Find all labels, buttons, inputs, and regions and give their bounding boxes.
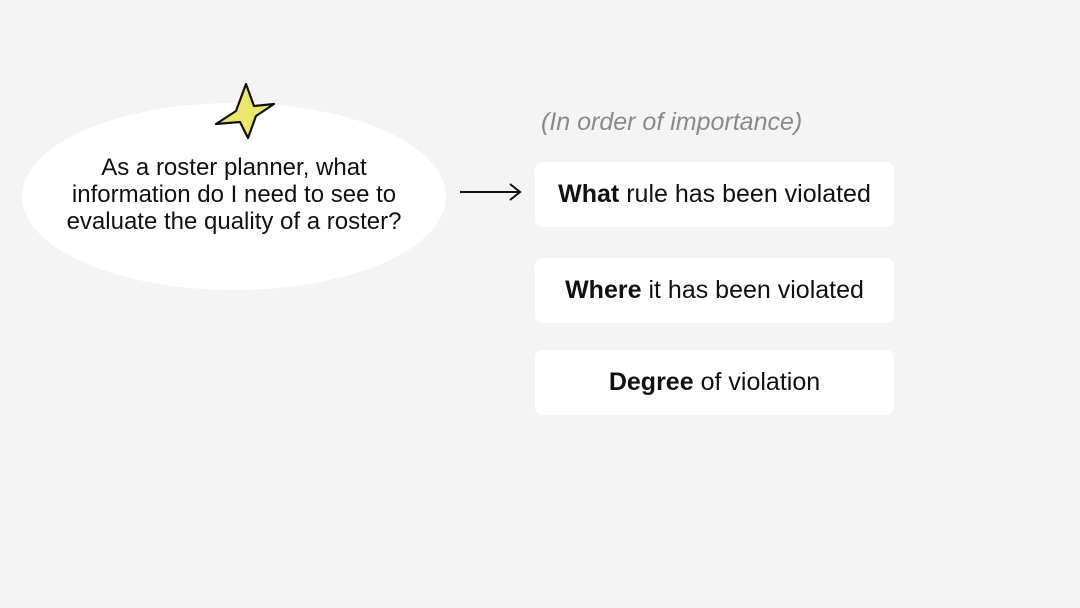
star-icon [214, 82, 276, 140]
priority-card-degree: Degree of violation [535, 350, 894, 415]
question-bubble: As a roster planner, what information do… [22, 103, 446, 290]
card-strong-text: Where [565, 276, 642, 304]
card-text: it has been violated [648, 276, 864, 304]
priority-card-where: Where it has been violated [535, 258, 894, 323]
importance-note: (In order of importance) [541, 108, 803, 136]
priority-card-what: What rule has been violated [535, 162, 894, 227]
card-strong-text: What [558, 180, 620, 208]
card-text: rule has been violated [626, 180, 871, 208]
card-strong-text: Degree [608, 368, 694, 396]
arrow-right-icon [460, 183, 522, 201]
question-text: As a roster planner, what information do… [66, 154, 402, 235]
card-text: of violation [700, 368, 821, 396]
